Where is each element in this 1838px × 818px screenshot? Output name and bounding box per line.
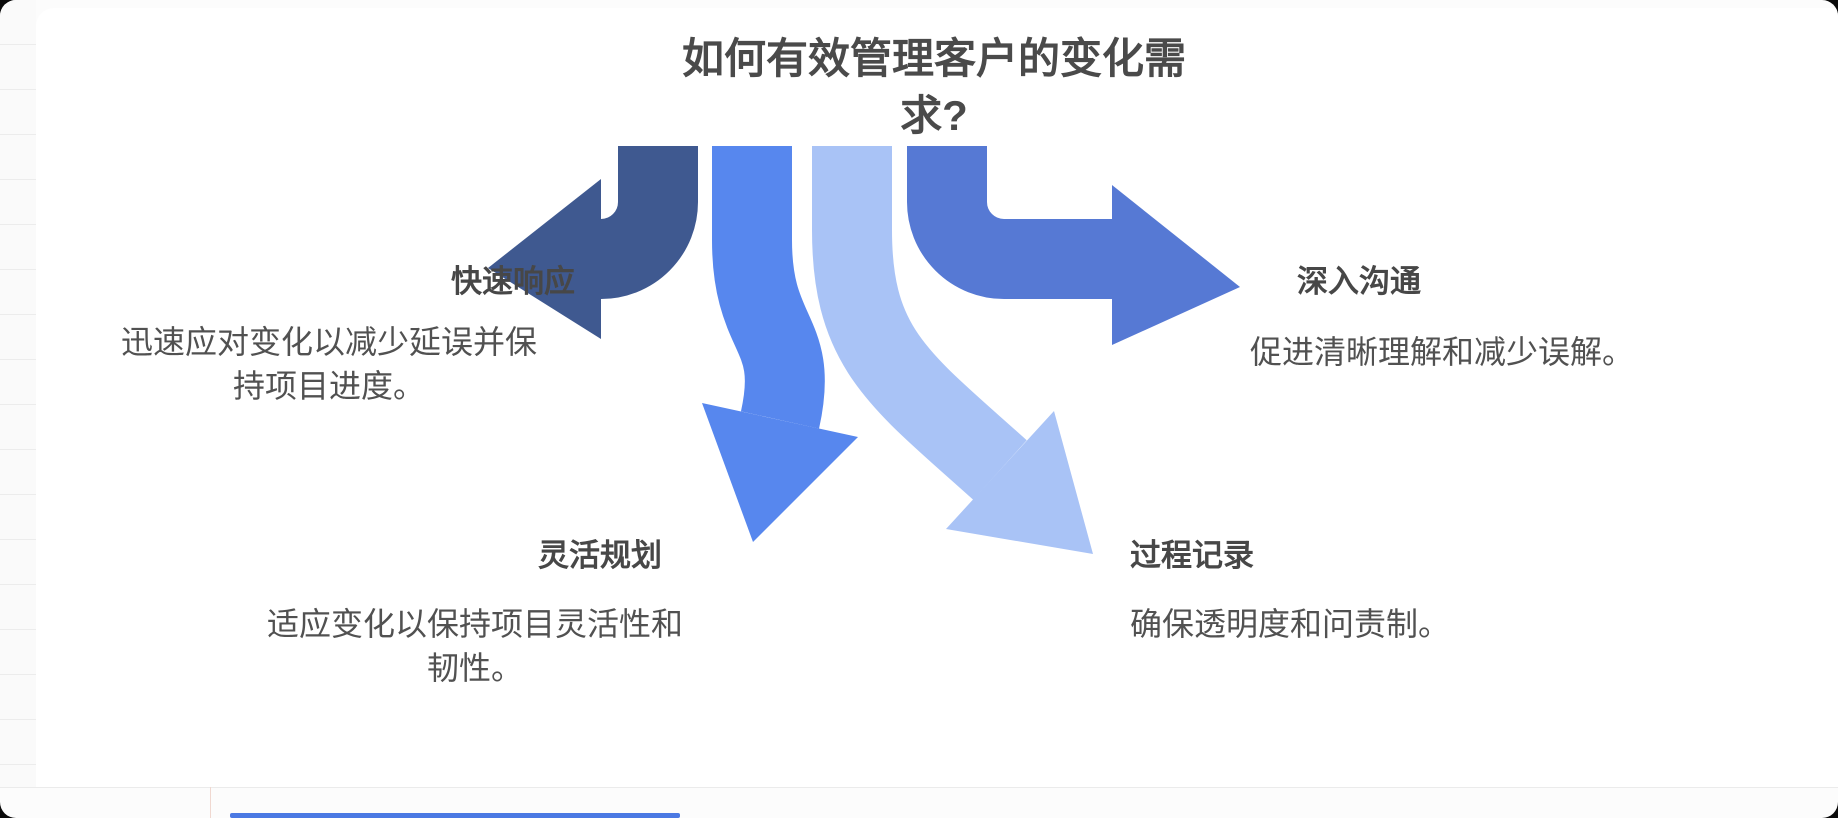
- bottom-vertical-divider: [210, 787, 211, 818]
- section-title-process-recording: 过程记录: [1130, 538, 1254, 573]
- bottom-accent-bar: [230, 813, 680, 818]
- section-desc-fast-response: 迅速应对变化以减少延误并保持项目进度。: [120, 324, 537, 404]
- section-desc-flexible-planning: 适应变化以保持项目灵活性和韧性。: [266, 606, 683, 686]
- section-title-fast-response: 快速响应: [451, 264, 575, 299]
- curved-arrow-down-right-icon: [812, 146, 1093, 554]
- section-desc-process-recording: 确保透明度和问责制。: [1130, 606, 1451, 642]
- bottom-divider: [0, 787, 1838, 788]
- ruled-background-strip: [0, 0, 36, 787]
- curved-arrow-down-left-icon: [702, 146, 858, 542]
- section-desc-deep-communication: 促进清晰理解和减少误解。: [1250, 334, 1635, 370]
- section-title-deep-communication: 深入沟通: [1297, 264, 1421, 299]
- section-title-flexible-planning: 灵活规划: [538, 538, 662, 573]
- curved-arrow-left-icon: [488, 146, 698, 339]
- diagram-title: 如何有效管理客户的变化需求?: [681, 35, 1186, 139]
- curved-arrow-right-icon: [907, 146, 1240, 345]
